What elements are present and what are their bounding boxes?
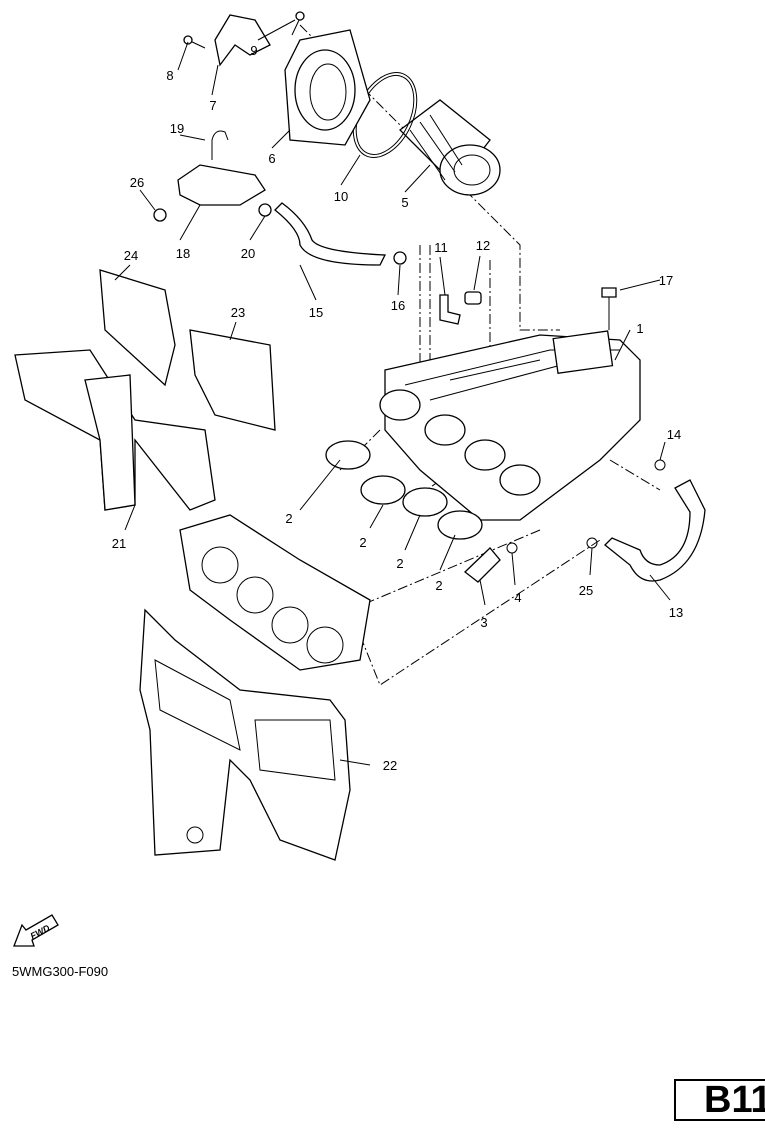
screw bbox=[183, 35, 206, 49]
hose-clamp bbox=[393, 251, 407, 265]
callout-4: 4 bbox=[514, 590, 521, 605]
callout-13: 13 bbox=[669, 605, 683, 620]
screw bbox=[291, 11, 305, 36]
fwd-arrow-icon: FWD bbox=[13, 914, 59, 947]
plate bbox=[99, 269, 176, 387]
clip bbox=[506, 542, 518, 554]
figure-code: 5WMG300-F090 bbox=[12, 964, 109, 979]
callout-18: 18 bbox=[176, 246, 190, 261]
joint bbox=[439, 294, 461, 325]
callout-20: 20 bbox=[241, 246, 255, 261]
hose-band bbox=[437, 510, 483, 540]
clip bbox=[654, 459, 666, 471]
air-filter-case bbox=[379, 330, 641, 521]
callout-24: 24 bbox=[124, 248, 138, 263]
carburetor-assembly bbox=[179, 514, 371, 671]
callout-16: 16 bbox=[391, 298, 405, 313]
callout-22: 22 bbox=[383, 758, 397, 773]
air-filter-element bbox=[399, 99, 501, 196]
callout-2: 2 bbox=[285, 511, 292, 526]
callout-8: 8 bbox=[166, 68, 173, 83]
lower-shield bbox=[139, 608, 351, 861]
callout-1: 1 bbox=[636, 321, 643, 336]
callout-5: 5 bbox=[401, 195, 408, 210]
hose-band bbox=[325, 440, 371, 470]
cap bbox=[464, 291, 482, 305]
callout-2: 2 bbox=[396, 556, 403, 571]
hose-band bbox=[402, 487, 448, 517]
callout-6: 6 bbox=[268, 151, 275, 166]
plug bbox=[464, 547, 501, 583]
plate bbox=[189, 329, 276, 431]
callout-2: 2 bbox=[435, 578, 442, 593]
callout-10: 10 bbox=[334, 189, 348, 204]
callout-17: 17 bbox=[659, 273, 673, 288]
heat-shield-panel bbox=[84, 374, 136, 511]
callout-2: 2 bbox=[359, 535, 366, 550]
clip bbox=[211, 130, 229, 160]
page-label: B11 bbox=[674, 1079, 765, 1121]
hose bbox=[274, 202, 387, 266]
bracket bbox=[214, 14, 271, 67]
hose-band bbox=[360, 475, 406, 505]
hose-clamp bbox=[258, 203, 272, 217]
cap bbox=[153, 208, 167, 222]
bolt bbox=[601, 287, 617, 330]
callout-11: 11 bbox=[434, 240, 448, 255]
leader-lines bbox=[114, 19, 671, 766]
callout-21: 21 bbox=[112, 536, 126, 551]
callout-3: 3 bbox=[480, 615, 487, 630]
drain-hose bbox=[604, 479, 706, 582]
air-filter-cover bbox=[284, 29, 371, 146]
callout-7: 7 bbox=[209, 98, 216, 113]
callout-9: 9 bbox=[250, 43, 257, 58]
callout-19: 19 bbox=[170, 121, 184, 136]
callout-23: 23 bbox=[231, 305, 245, 320]
callout-26: 26 bbox=[130, 175, 144, 190]
callout-12: 12 bbox=[476, 238, 490, 253]
sensor-body bbox=[177, 164, 266, 206]
callout-14: 14 bbox=[667, 427, 681, 442]
callout-15: 15 bbox=[309, 305, 323, 320]
callout-25: 25 bbox=[579, 583, 593, 598]
